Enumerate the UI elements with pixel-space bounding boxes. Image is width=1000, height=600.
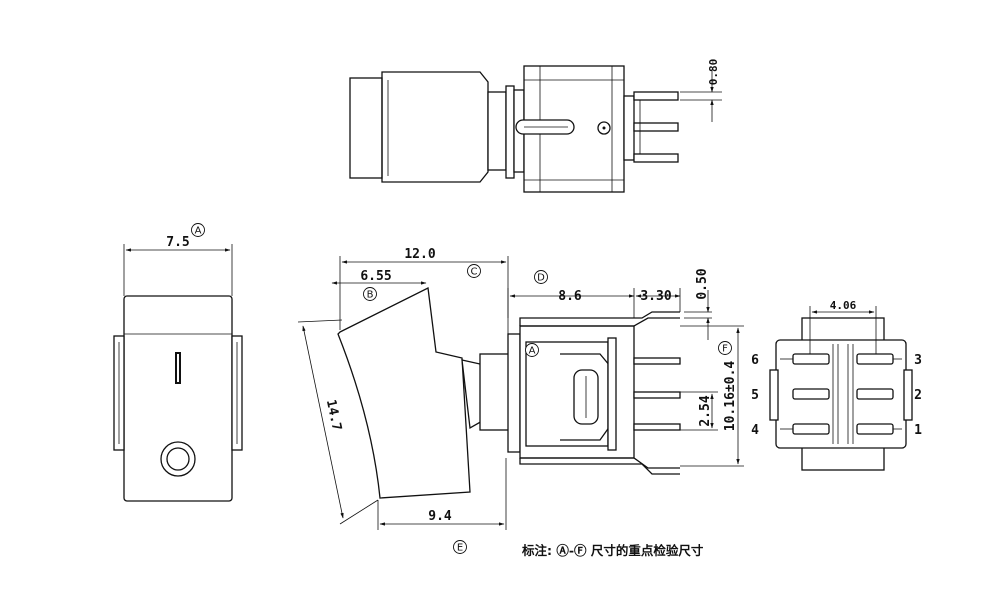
- dim-7-5: 7.5: [123, 235, 233, 296]
- marker-B: B: [363, 287, 377, 301]
- pin-number-5: 5: [751, 388, 759, 403]
- note-text: 标注: Ⓐ-Ⓕ 尺寸的重点检验尺寸: [521, 543, 704, 558]
- dim-label-0-50: 0.50: [695, 268, 710, 299]
- marker-A-side: A: [525, 343, 539, 357]
- dim-9-4: 9.4: [377, 458, 507, 530]
- dim-label-0-80: 0.80: [707, 59, 720, 86]
- pin-number-4: 4: [751, 423, 759, 438]
- dim-label-7-5: 7.5: [166, 235, 189, 250]
- dim-8-6: 8.6: [507, 288, 635, 318]
- pin-number-2: 2: [914, 388, 922, 403]
- dim-0-50: 0.50: [684, 268, 712, 340]
- svg-text:C: C: [471, 267, 478, 278]
- pin-number-6: 6: [751, 353, 759, 368]
- dim-0-80: 0.80: [680, 59, 722, 122]
- dim-label-2-54: 2.54: [698, 395, 713, 426]
- dim-3-30: 3.30: [635, 288, 681, 312]
- side-view: [337, 287, 681, 499]
- top-view: [349, 65, 679, 193]
- dim-6-55: 6.55: [331, 269, 427, 285]
- marker-A-front: A: [191, 223, 205, 237]
- pin-number-1: 1: [914, 423, 922, 438]
- marker-E: E: [453, 540, 467, 554]
- dim-label-6-55: 6.55: [360, 269, 391, 284]
- svg-text:A: A: [195, 226, 202, 237]
- dim-label-14-7: 14.7: [323, 398, 344, 432]
- dim-label-12-0: 12.0: [404, 247, 435, 262]
- marker-F: F: [718, 341, 732, 355]
- dim-label-3-30: 3.30: [640, 289, 671, 304]
- dim-14-7: 14.7: [297, 319, 379, 525]
- front-view: [113, 295, 243, 502]
- bottom-view: [769, 317, 913, 471]
- pin-number-3: 3: [914, 353, 922, 368]
- svg-text:A: A: [529, 346, 536, 357]
- dim-10-16: 10.16±0.4: [680, 325, 744, 467]
- dim-4-06: 4.06: [809, 299, 877, 354]
- svg-text:F: F: [722, 344, 728, 355]
- svg-text:E: E: [457, 543, 463, 554]
- marker-D: D: [534, 270, 548, 284]
- dim-label-10-16: 10.16±0.4: [723, 361, 738, 432]
- dim-label-8-6: 8.6: [558, 289, 582, 304]
- marker-C: C: [467, 264, 481, 278]
- dim-label-9-4: 9.4: [428, 509, 452, 524]
- svg-text:D: D: [537, 273, 545, 284]
- svg-text:B: B: [367, 290, 374, 301]
- dim-label-4-06: 4.06: [830, 299, 857, 312]
- dim-12-0: 12.0: [339, 247, 509, 334]
- dim-2-54: 2.54: [680, 391, 718, 431]
